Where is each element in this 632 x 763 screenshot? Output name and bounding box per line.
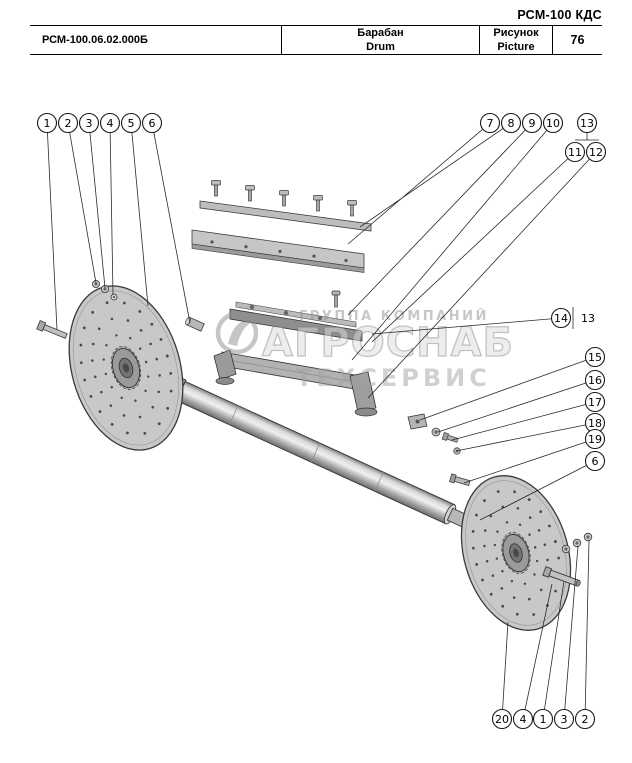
bolt-icon — [347, 200, 357, 217]
watermark-line1: ГРУППА КОМПАНИЙ — [299, 308, 489, 324]
callout-label: 12 — [589, 146, 603, 159]
callout-10[interactable]: 10 — [542, 112, 564, 134]
callout-label: 1 — [540, 713, 547, 726]
pin-icon — [449, 473, 471, 487]
callout-label: 1 — [44, 117, 51, 130]
callout-label: 18 — [588, 417, 602, 430]
knife-assembly — [213, 290, 378, 417]
part-number: РСМ-100.06.02.000Б — [30, 26, 282, 54]
callout-label: 2 — [582, 713, 589, 726]
callout-label: 3 — [561, 713, 568, 726]
callout-6[interactable]: 6 — [141, 112, 163, 134]
bolt-row — [211, 180, 357, 217]
watermark-line3: ТЕХСЕРВИС — [296, 364, 491, 392]
callout-label: 15 — [588, 351, 602, 364]
callout-4[interactable]: 4 — [99, 112, 121, 134]
callout-label: 6 — [592, 455, 599, 468]
callout-6b[interactable]: 6 — [584, 450, 606, 472]
callout-label: 14 — [554, 312, 568, 325]
watermark-logo-icon — [215, 311, 259, 355]
right-hardware — [407, 413, 471, 487]
callout-label: 13 — [580, 117, 594, 130]
callout-17[interactable]: 17 — [584, 391, 606, 413]
callout-19[interactable]: 19 — [584, 428, 606, 450]
callout-label: 11 — [568, 146, 582, 159]
callout-label: 4 — [107, 117, 114, 130]
callout-7[interactable]: 7 — [479, 112, 501, 134]
model-title: РСМ-100 КДС — [517, 8, 602, 22]
bolt-icon — [211, 180, 221, 197]
figure-label-en: Picture — [497, 41, 535, 53]
left-disc — [68, 285, 184, 451]
callout-11[interactable]: 11 — [564, 141, 586, 163]
callout-label: 8 — [508, 117, 515, 130]
callout-1[interactable]: 1 — [36, 112, 58, 134]
callout-9[interactable]: 9 — [521, 112, 543, 134]
figure-header-table: РСМ-100.06.02.000Б Барабан Drum Рисунок … — [30, 25, 602, 55]
callout-balloons: 1 2 3 4 5 6 7 8 9 10 13 11 — [36, 112, 607, 730]
journal-stub-icon — [185, 316, 205, 332]
bolt-icon — [331, 290, 341, 308]
callout-2b[interactable]: 2 — [574, 708, 596, 730]
callout-label: 19 — [588, 433, 602, 446]
right-disc — [460, 475, 572, 631]
figure-title-ru: Барабан — [357, 26, 404, 39]
callout-3b[interactable]: 3 — [553, 708, 575, 730]
figure-label-ru: Рисунок — [493, 26, 539, 39]
callout-13[interactable]: 13 — [576, 112, 598, 134]
callout-12[interactable]: 12 — [585, 141, 607, 163]
callout-label: 10 — [546, 117, 560, 130]
figure-title: Барабан Drum — [282, 26, 480, 54]
left-hardware — [36, 279, 205, 339]
callout-2[interactable]: 2 — [57, 112, 79, 134]
bolt-icon — [313, 195, 323, 212]
callout-18[interactable]: 18 — [584, 412, 606, 434]
bolt-icon — [441, 431, 459, 443]
callout-14[interactable]: 14 — [550, 307, 572, 329]
callout-label: 20 — [495, 713, 509, 726]
callout-4b[interactable]: 4 — [512, 708, 534, 730]
bolt-icon — [279, 190, 289, 207]
callout-label: 17 — [588, 396, 602, 409]
watermark: ГРУППА КОМПАНИЙ АГРОСНАБ ТЕХСЕРВИС — [215, 308, 514, 392]
callout-label: 6 — [149, 117, 156, 130]
axle-pin-icon — [542, 566, 581, 587]
leader-lines — [46, 122, 599, 720]
callout-label: 7 — [487, 117, 494, 130]
figure-number: 76 — [570, 33, 585, 47]
callout-15[interactable]: 15 — [584, 346, 606, 368]
counter-knife-bars — [191, 200, 372, 273]
callout-label: 4 — [520, 713, 527, 726]
callout-label: 9 — [529, 117, 536, 130]
figure-label: Рисунок Picture — [480, 26, 553, 54]
callout-1b[interactable]: 1 — [532, 708, 554, 730]
callout-16[interactable]: 16 — [584, 369, 606, 391]
bottom-right-hardware — [542, 532, 593, 587]
bolt-icon — [36, 320, 68, 339]
callout-13-reference: 13 — [581, 312, 595, 325]
callout-8[interactable]: 8 — [500, 112, 522, 134]
callout-5[interactable]: 5 — [120, 112, 142, 134]
callout-label: 3 — [86, 117, 93, 130]
callout-label: 16 — [588, 374, 602, 387]
callout-label: 2 — [65, 117, 72, 130]
callout-label: 5 — [128, 117, 135, 130]
callout-3[interactable]: 3 — [78, 112, 100, 134]
callout-20[interactable]: 20 — [491, 708, 513, 730]
figure-title-en: Drum — [366, 41, 395, 53]
bolt-icon — [245, 185, 255, 202]
